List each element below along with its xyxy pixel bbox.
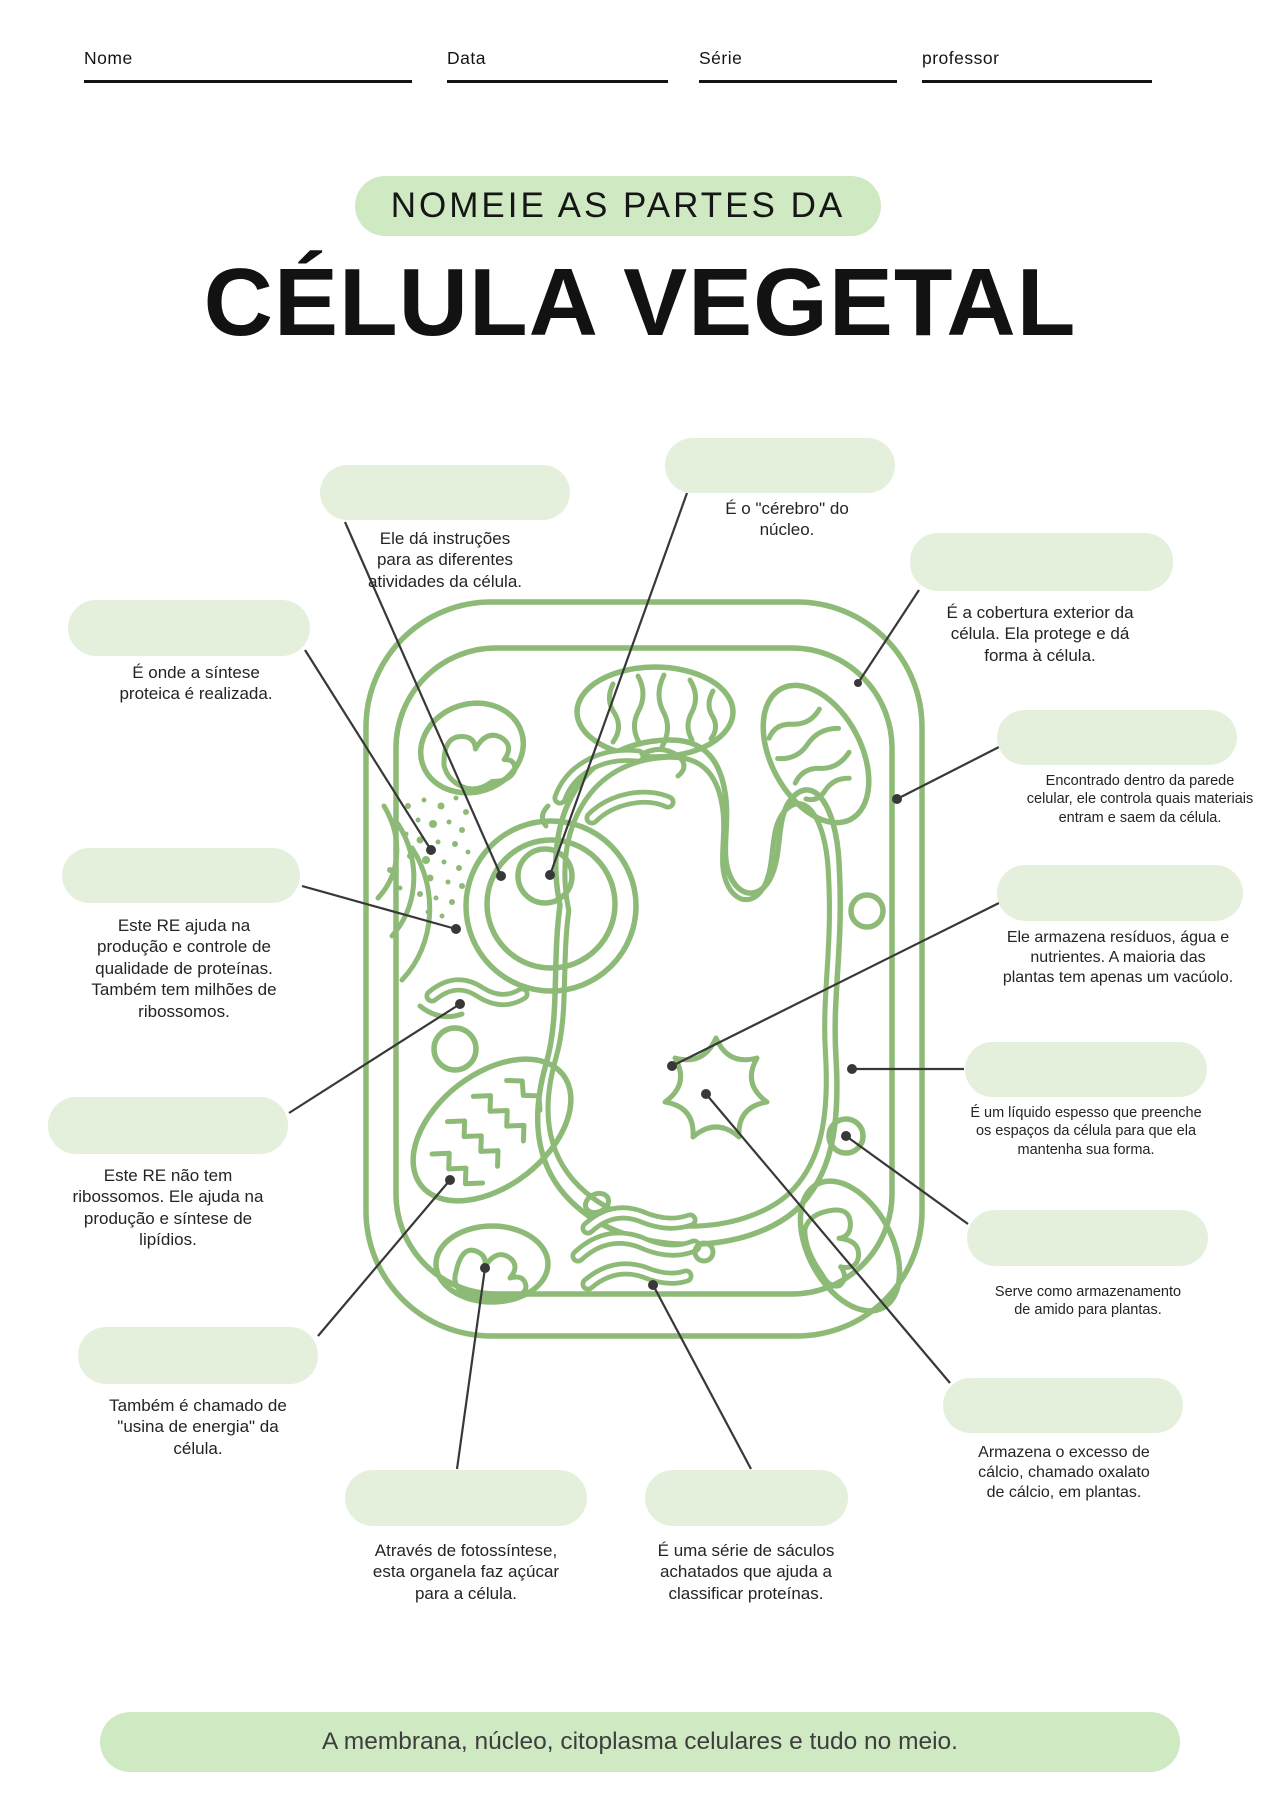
caption-12: Armazena o excesso de cálcio, chamado ox… (978, 1444, 1150, 1502)
date-field-line[interactable] (447, 80, 668, 83)
chloroplast-bottom-left (433, 1223, 551, 1305)
druse-crystal-star (662, 1035, 770, 1140)
answer-blank-10[interactable] (967, 1210, 1208, 1266)
answer-blank-2[interactable] (665, 438, 895, 493)
grade-field-line[interactable] (699, 80, 897, 83)
caption-6: Este RE ajuda na produção e controle de … (91, 916, 277, 1021)
answer-blank-3[interactable] (910, 533, 1173, 591)
mitochondrion-bottom-left (410, 1056, 574, 1204)
connector-lines (288, 492, 1000, 1470)
caption-4: Encontrado dentro da parede celular, ele… (1026, 773, 1254, 826)
answer-blank-4[interactable] (997, 710, 1237, 765)
mitochondrion-top (574, 664, 736, 760)
cell-wall (363, 599, 925, 1339)
teacher-field-label: professor (922, 48, 1000, 68)
caption-14: É uma série de sáculos achatados que aju… (657, 1541, 835, 1603)
nucleus (463, 818, 639, 994)
starch-granule (826, 1116, 866, 1156)
teacher-field-line[interactable] (922, 80, 1152, 83)
caption-8: É um líquido espesso que preenche os esp… (970, 1105, 1202, 1158)
caption-11: Também é chamado de "usina de energia" d… (109, 1396, 287, 1458)
caption-9: Este RE não tem ribossomos. Ele ajuda na… (72, 1166, 264, 1250)
chloroplast-bottom-right (797, 1178, 903, 1314)
nucleolus (515, 846, 575, 906)
answer-blank-11[interactable] (78, 1327, 318, 1384)
plastid-top-left (417, 700, 527, 796)
caption-5: É onde a síntese proteica é realizada. (119, 663, 273, 704)
date-field-label: Data (447, 48, 486, 68)
answer-blank-12[interactable] (943, 1378, 1183, 1433)
footer-note: A membrana, núcleo, citoplasma celulares… (100, 1712, 1180, 1772)
answer-blank-7[interactable] (997, 865, 1243, 921)
answer-blank-9[interactable] (48, 1097, 288, 1154)
answer-blank-5[interactable] (68, 600, 310, 656)
golgi-apparatus (570, 1190, 716, 1292)
caption-10: Serve como armazenamento de amido para p… (994, 1284, 1182, 1319)
caption-7: Ele armazena resíduos, água e nutrientes… (1002, 929, 1234, 987)
caption-13: Através de fotossíntese, esta organela f… (372, 1541, 560, 1603)
name-field-label: Nome (84, 48, 133, 68)
caption-1: Ele dá instruções para as diferentes ati… (367, 529, 523, 591)
caption-2: É o "cérebro" do núcleo. (725, 499, 849, 540)
vesicle-left (431, 1025, 479, 1073)
name-field-line[interactable] (84, 80, 412, 83)
vacuole (535, 737, 843, 1247)
caption-3: É a cobertura exterior da célula. Ela pr… (946, 603, 1134, 665)
mitochondrion-right (760, 682, 872, 826)
page-title: CÉLULA VEGETAL (203, 249, 1077, 356)
vesicle-right (848, 892, 886, 930)
grade-field-label: Série (699, 48, 743, 68)
answer-blank-8[interactable] (965, 1042, 1207, 1097)
cell-membrane (393, 645, 895, 1297)
answer-blank-13[interactable] (345, 1470, 587, 1526)
answer-blank-1[interactable] (320, 465, 570, 520)
answer-blank-6[interactable] (62, 848, 300, 903)
ribosomes (387, 795, 471, 919)
title-eyebrow-pill: NOMEIE AS PARTES DA (355, 176, 881, 236)
answer-blank-14[interactable] (645, 1470, 848, 1526)
